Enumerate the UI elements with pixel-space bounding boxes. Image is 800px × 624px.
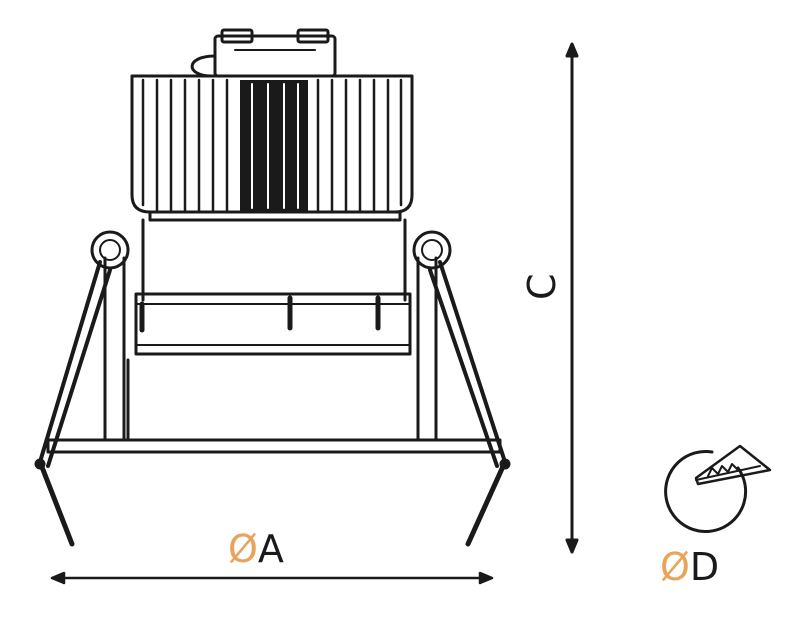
- label-a-text: A: [257, 527, 284, 571]
- heatsink: [130, 74, 414, 222]
- diameter-symbol: Ø: [228, 527, 258, 571]
- dimension-c-line: [565, 42, 579, 554]
- dimension-c-label: C: [520, 273, 564, 300]
- cutout-hole-icon: [664, 444, 772, 533]
- diameter-symbol: Ø: [660, 545, 690, 589]
- lamp-body: [126, 218, 420, 442]
- dimension-d-label: ØD: [660, 548, 719, 586]
- connector-block: [190, 28, 337, 78]
- spring-clip-left: [34, 230, 130, 547]
- spring-clip-right: [412, 230, 511, 547]
- label-c-text: C: [520, 273, 564, 300]
- dimension-a-label: ØA: [228, 530, 284, 568]
- dimension-a-line: [50, 571, 494, 585]
- label-d-text: D: [689, 545, 720, 589]
